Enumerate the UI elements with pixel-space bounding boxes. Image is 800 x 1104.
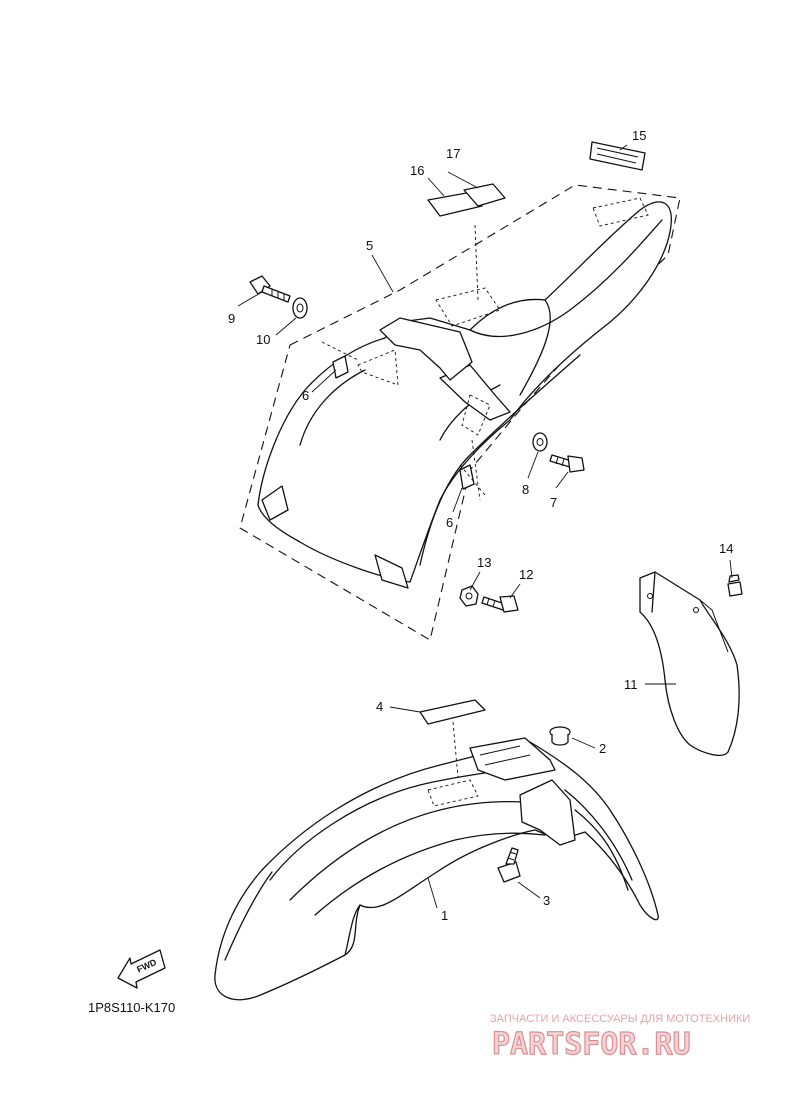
callout-3: 3 bbox=[543, 893, 550, 908]
screw-14-icon bbox=[727, 574, 743, 597]
diagram-code: 1P8S110-K170 bbox=[88, 1000, 175, 1015]
leader-lines bbox=[237, 144, 733, 909]
bolt-3-icon bbox=[497, 847, 521, 883]
fwd-arrow-icon: FWD bbox=[117, 949, 166, 989]
grommet-2-icon bbox=[549, 726, 571, 746]
watermark-logo: PARTSFOR.RU bbox=[492, 1027, 691, 1062]
callout-7: 7 bbox=[550, 495, 557, 510]
callout-8: 8 bbox=[522, 482, 529, 497]
callout-16: 16 bbox=[410, 163, 424, 178]
callout-9: 9 bbox=[228, 311, 235, 326]
front-fender bbox=[214, 699, 659, 1001]
callout-2: 2 bbox=[599, 741, 606, 756]
callout-6-lower: 6 bbox=[446, 515, 453, 530]
bolt-7-icon bbox=[549, 454, 585, 473]
callout-14: 14 bbox=[719, 541, 733, 556]
bolt-9-icon bbox=[249, 275, 291, 303]
callout-4: 4 bbox=[376, 699, 383, 714]
fasteners bbox=[249, 275, 743, 883]
bolt-12-icon bbox=[481, 595, 519, 613]
watermark: ЗАПЧАСТИ И АКСЕССУАРЫ ДЛЯ МОТОТЕХНИКИ PA… bbox=[490, 1013, 750, 1063]
callout-6-upper: 6 bbox=[302, 388, 309, 403]
mud-flap bbox=[639, 571, 740, 756]
callout-11: 11 bbox=[624, 677, 638, 692]
callout-12: 12 bbox=[519, 567, 533, 582]
washer-10-icon bbox=[292, 297, 308, 319]
washer-8-icon bbox=[532, 432, 548, 452]
rear-fender-assembly-outline bbox=[239, 184, 681, 641]
callout-13: 13 bbox=[477, 555, 491, 570]
nut-13-icon bbox=[459, 585, 479, 607]
callout-15: 15 bbox=[632, 128, 646, 143]
callout-5: 5 bbox=[366, 238, 373, 253]
callout-17: 17 bbox=[446, 146, 460, 161]
callout-1: 1 bbox=[441, 908, 448, 923]
watermark-subtitle: ЗАПЧАСТИ И АКСЕССУАРЫ ДЛЯ МОТОТЕХНИКИ bbox=[490, 1013, 750, 1025]
callout-10: 10 bbox=[256, 332, 270, 347]
callouts: 1 2 3 4 5 6 6 7 8 9 10 11 12 13 14 15 16… bbox=[228, 128, 733, 923]
rear-fender bbox=[239, 141, 681, 641]
